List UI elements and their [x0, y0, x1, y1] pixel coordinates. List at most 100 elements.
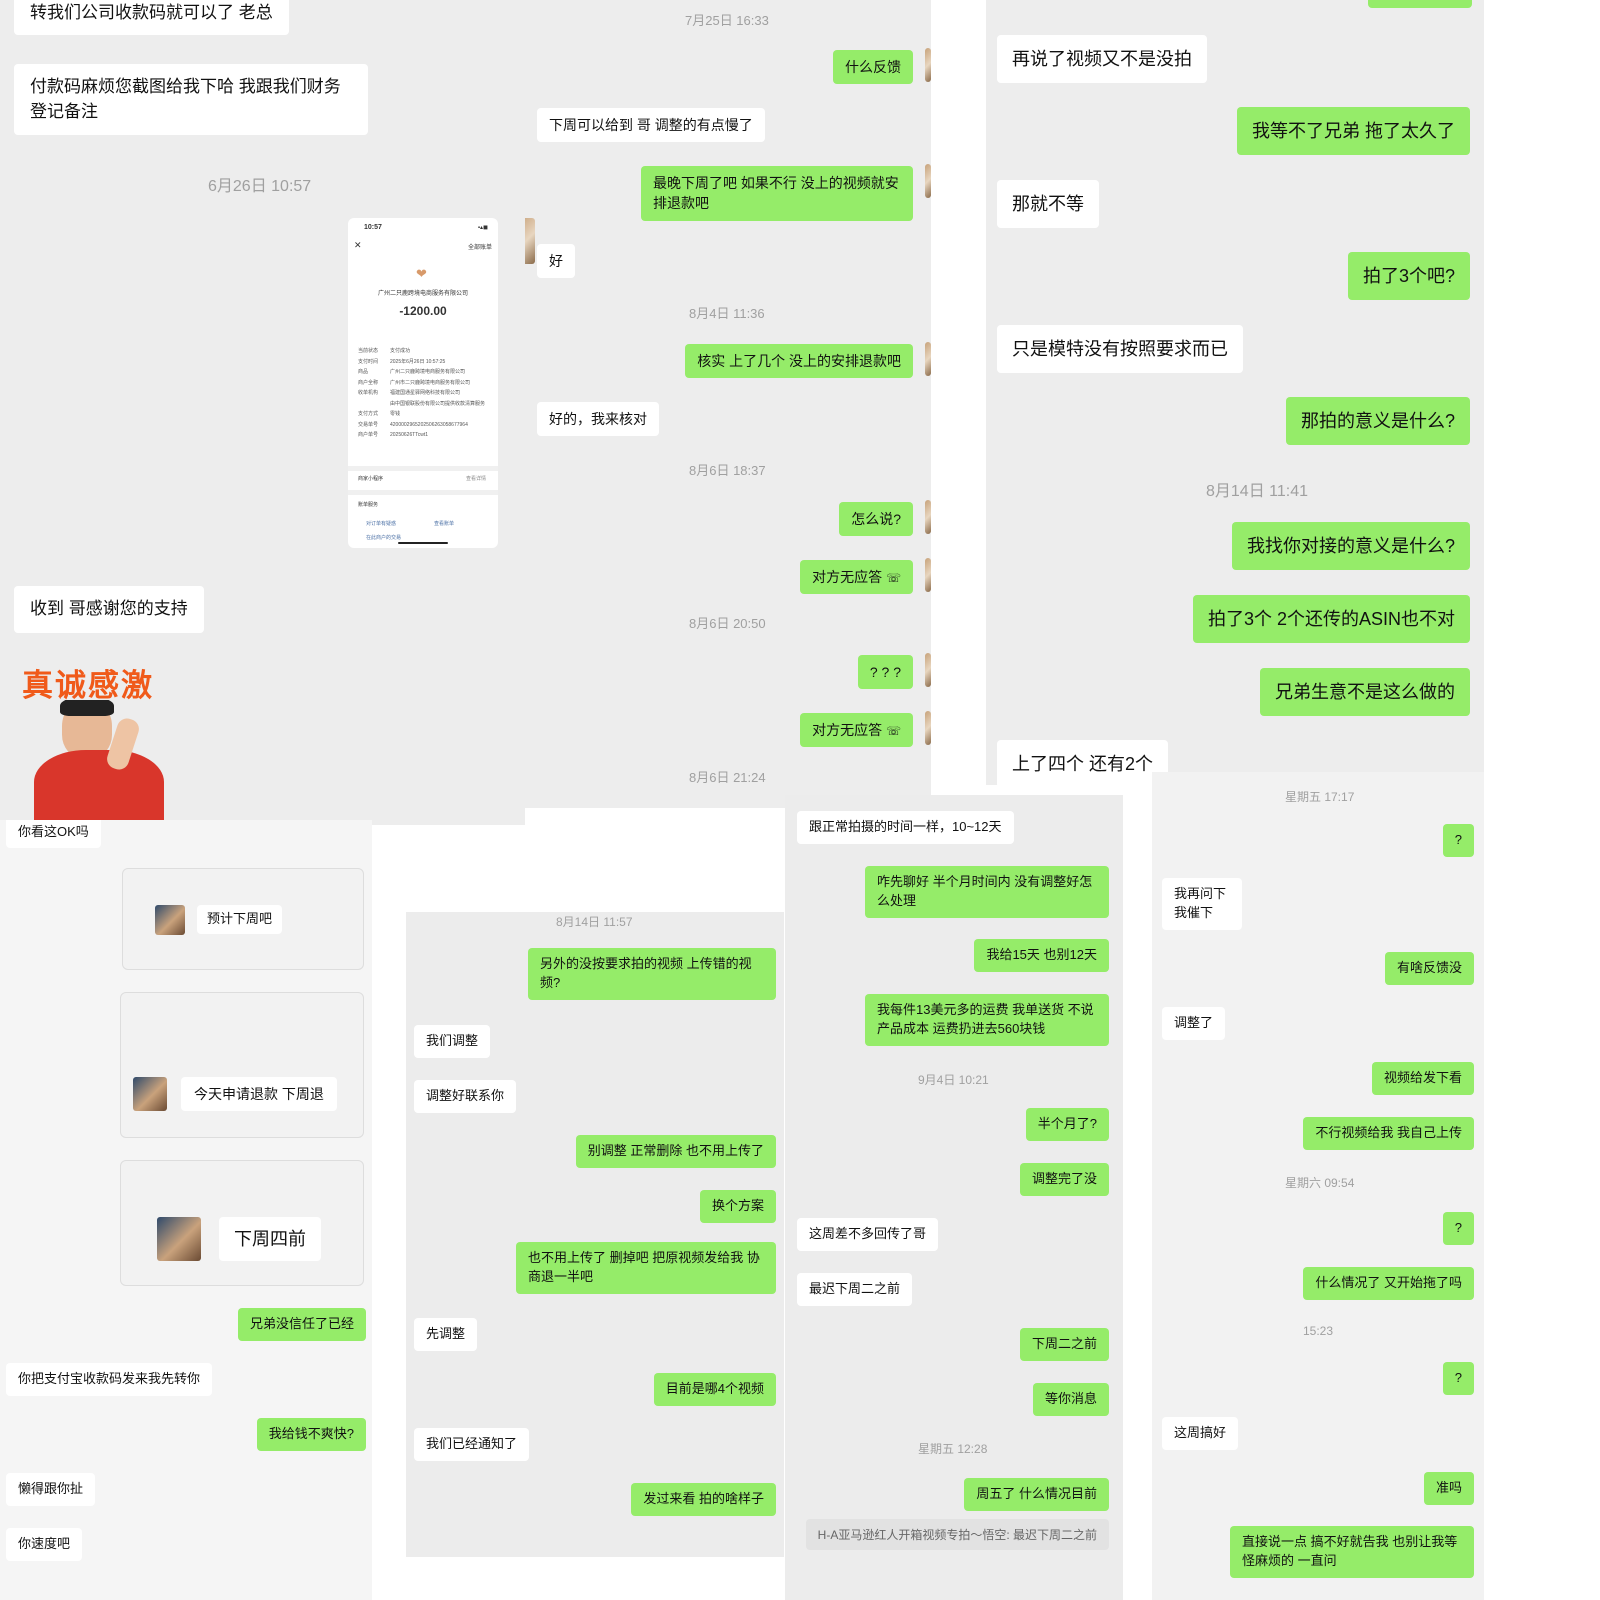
timestamp: 8月6日 20:50: [689, 616, 766, 631]
call-record-bubble[interactable]: 对方无应答 ☏: [800, 713, 913, 748]
message-bubble: 你把支付宝收款码发来我先转你: [6, 1363, 213, 1396]
message-bubble: 先调整: [414, 1318, 478, 1351]
video-thumbnail[interactable]: [133, 1077, 167, 1111]
message-bubble: 预计下周吧: [197, 905, 283, 934]
bill-service-doubt[interactable]: 对订单有疑惑: [366, 521, 397, 527]
message-bubble: 直接说一点 搞不好就告我 也别让我等 怪麻烦的 一直问: [1230, 1526, 1474, 1578]
message-bubble: 那就不等: [997, 180, 1099, 229]
chat-panel-7: 星期五 17:17 ? 我再问下我催下 有啥反馈没 调整了 视频给发下看 不行视…: [1152, 772, 1484, 1600]
message-bubble: 拍了3个吧?: [1347, 252, 1470, 301]
message-bubble: 跟正常拍摄的时间一样，10~12天: [797, 811, 1014, 844]
chat-panel-2: 7月25日 16:33 什么反馈 下周可以给到 哥 调整的有点慢了 最晚下周了吧…: [525, 0, 931, 808]
all-bills-link[interactable]: 全部账单: [467, 245, 492, 251]
message-bubble: 只是模特没有按照要求而已: [997, 325, 1243, 374]
message-bubble: 好: [537, 244, 575, 279]
message-bubble: 下周四前: [219, 1217, 321, 1262]
receipt-divider: [348, 466, 498, 471]
bill-service-view[interactable]: 查看账单: [434, 521, 455, 527]
avatar[interactable]: [925, 500, 931, 534]
panel-gap: [931, 0, 986, 785]
message-bubble: 有啥反馈没: [1384, 952, 1474, 985]
message-bubble: 兄弟生意不是这么做的: [1260, 668, 1470, 717]
chat-record-card[interactable]: 下周四前: [120, 1160, 364, 1286]
message-bubble: 你速度吧: [6, 1528, 83, 1561]
timestamp: 8月14日 11:41: [1206, 483, 1308, 500]
video-thumbnail[interactable]: [155, 905, 185, 935]
close-icon[interactable]: ✕: [354, 240, 362, 250]
chat-record-card[interactable]: 今天申请退款 下周退: [120, 992, 364, 1138]
mini-program-label[interactable]: 商家小程序: [358, 476, 384, 482]
avatar[interactable]: [925, 48, 931, 82]
avatar[interactable]: [925, 342, 931, 376]
timestamp: 星期五 17:17: [1285, 790, 1355, 804]
receipt-status-time: 10:57: [364, 224, 382, 231]
message-bubble: 发过来看 拍的啥样子: [631, 1483, 776, 1516]
timestamp: 8月14日 11:57: [556, 915, 633, 929]
message-bubble: 准吗: [1423, 1472, 1474, 1505]
phone-hangup-icon: ☏: [885, 724, 901, 738]
message-bubble: 好的，我来核对: [537, 402, 659, 437]
chat-panel-1: 转我们公司收款码就可以了 老总 付款码麻烦您截图给我下哈 我跟我们财务登记备注 …: [0, 0, 525, 825]
call-status-label: 对方无应答: [812, 722, 883, 738]
message-bubble: 这周差不多回传了哥: [797, 1218, 939, 1251]
message-bubble: 我等不了兄弟 拖了太久了: [1237, 107, 1470, 156]
message-bubble: 咋先聊好 半个月时间内 没有调整好怎么处理: [865, 866, 1109, 918]
message-bubble: 周五了 什么情况目前: [964, 1478, 1109, 1511]
avatar[interactable]: [925, 558, 931, 592]
message-bubble: 我给钱不爽快?: [256, 1418, 366, 1451]
message-bubble: 拍了3个 2个还传的ASIN也不对: [1192, 595, 1470, 644]
avatar[interactable]: [925, 164, 931, 198]
timestamp: 星期五 12:28: [918, 1442, 988, 1456]
chat-panel-4: 你看这OK吗 预计下周吧 今天申请退款 下周退 下周四前 兄弟没信任了已经 你把…: [0, 820, 372, 1600]
message-bubble-partial: [1368, 0, 1472, 8]
timestamp: 8月6日 18:37: [689, 463, 766, 478]
message-bubble: ?: [1442, 824, 1474, 857]
call-status-label: 对方无应答: [812, 569, 883, 585]
payment-receipt-image[interactable]: 10:57 ▪▴◼ ✕ 全部账单 ❤ 广州二只鹿跨境电商服务有限公司 -1200…: [348, 218, 498, 548]
call-record-bubble[interactable]: 对方无应答 ☏: [800, 560, 913, 595]
timestamp: 9月4日 10:21: [918, 1073, 989, 1087]
message-bubble: 收到 哥感谢您的支持: [14, 586, 204, 633]
message-bubble: 这周搞好: [1162, 1417, 1239, 1450]
message-bubble: 视频给发下看: [1371, 1062, 1474, 1095]
avatar[interactable]: [925, 653, 931, 687]
message-bubble: 不行视频给我 我自己上传: [1303, 1117, 1474, 1150]
status-bar-icons: ▪▴◼: [477, 225, 488, 231]
message-bubble: ? ? ?: [857, 655, 913, 690]
message-bubble: 上了四个 还有2个: [997, 740, 1169, 785]
timestamp: 星期六 09:54: [1285, 1176, 1355, 1190]
message-bubble: 你看这OK吗: [6, 820, 101, 848]
bill-service-merchant[interactable]: 在此商户的交易: [366, 535, 402, 541]
chat-panel-3: 再说了视频又不是没拍 我等不了兄弟 拖了太久了 那就不等 拍了3个吧? 只是模特…: [986, 0, 1484, 785]
timestamp: 6月26日 10:57: [208, 178, 312, 195]
chat-record-card[interactable]: 预计下周吧: [122, 868, 364, 970]
message-bubble: 最迟下周二之前: [797, 1273, 913, 1306]
message-bubble: 付款码麻烦您截图给我下哈 我跟我们财务登记备注: [14, 64, 368, 136]
message-bubble: 等你消息: [1032, 1383, 1109, 1416]
chat-panel-5: 8月14日 11:57 另外的没按要求拍的视频 上传错的视频? 我们调整 调整好…: [406, 912, 784, 1557]
avatar[interactable]: [925, 711, 931, 745]
message-bubble: 再说了视频又不是没拍: [997, 35, 1207, 84]
message-bubble: ?: [1442, 1212, 1474, 1245]
avatar[interactable]: [525, 218, 535, 264]
sticker-person-image[interactable]: [34, 700, 164, 825]
message-bubble: 我再问下我催下: [1162, 878, 1242, 930]
message-bubble: 懒得跟你扯: [6, 1473, 96, 1506]
message-bubble: 转我们公司收款码就可以了 老总: [14, 0, 289, 35]
message-bubble: 别调整 正常删除 也不用上传了: [575, 1135, 776, 1168]
message-bubble: 核实 上了几个 没上的安排退款吧: [685, 344, 913, 379]
chat-panel-6: 跟正常拍摄的时间一样，10~12天 咋先聊好 半个月时间内 没有调整好怎么处理 …: [785, 795, 1123, 1600]
message-bubble: 怎么说?: [839, 502, 913, 537]
video-thumbnail[interactable]: [157, 1217, 201, 1261]
timestamp: 15:23: [1303, 1324, 1334, 1338]
message-bubble: 下周可以给到 哥 调整的有点慢了: [537, 108, 765, 143]
receipt-amount: -1200.00: [399, 304, 447, 318]
heart-logo-icon: ❤: [416, 266, 427, 281]
message-bubble: 另外的没按要求拍的视频 上传错的视频?: [528, 948, 776, 1000]
quoted-reply[interactable]: H-A亚马逊红人开箱视频专拍～悟空: 最迟下周二之前: [805, 1519, 1109, 1550]
message-bubble: 那拍的意义是什么?: [1285, 397, 1470, 446]
message-bubble: 我们调整: [414, 1025, 491, 1058]
mini-program-link[interactable]: 查看详情: [465, 476, 486, 482]
sticker-text: 真诚感激: [22, 668, 154, 703]
